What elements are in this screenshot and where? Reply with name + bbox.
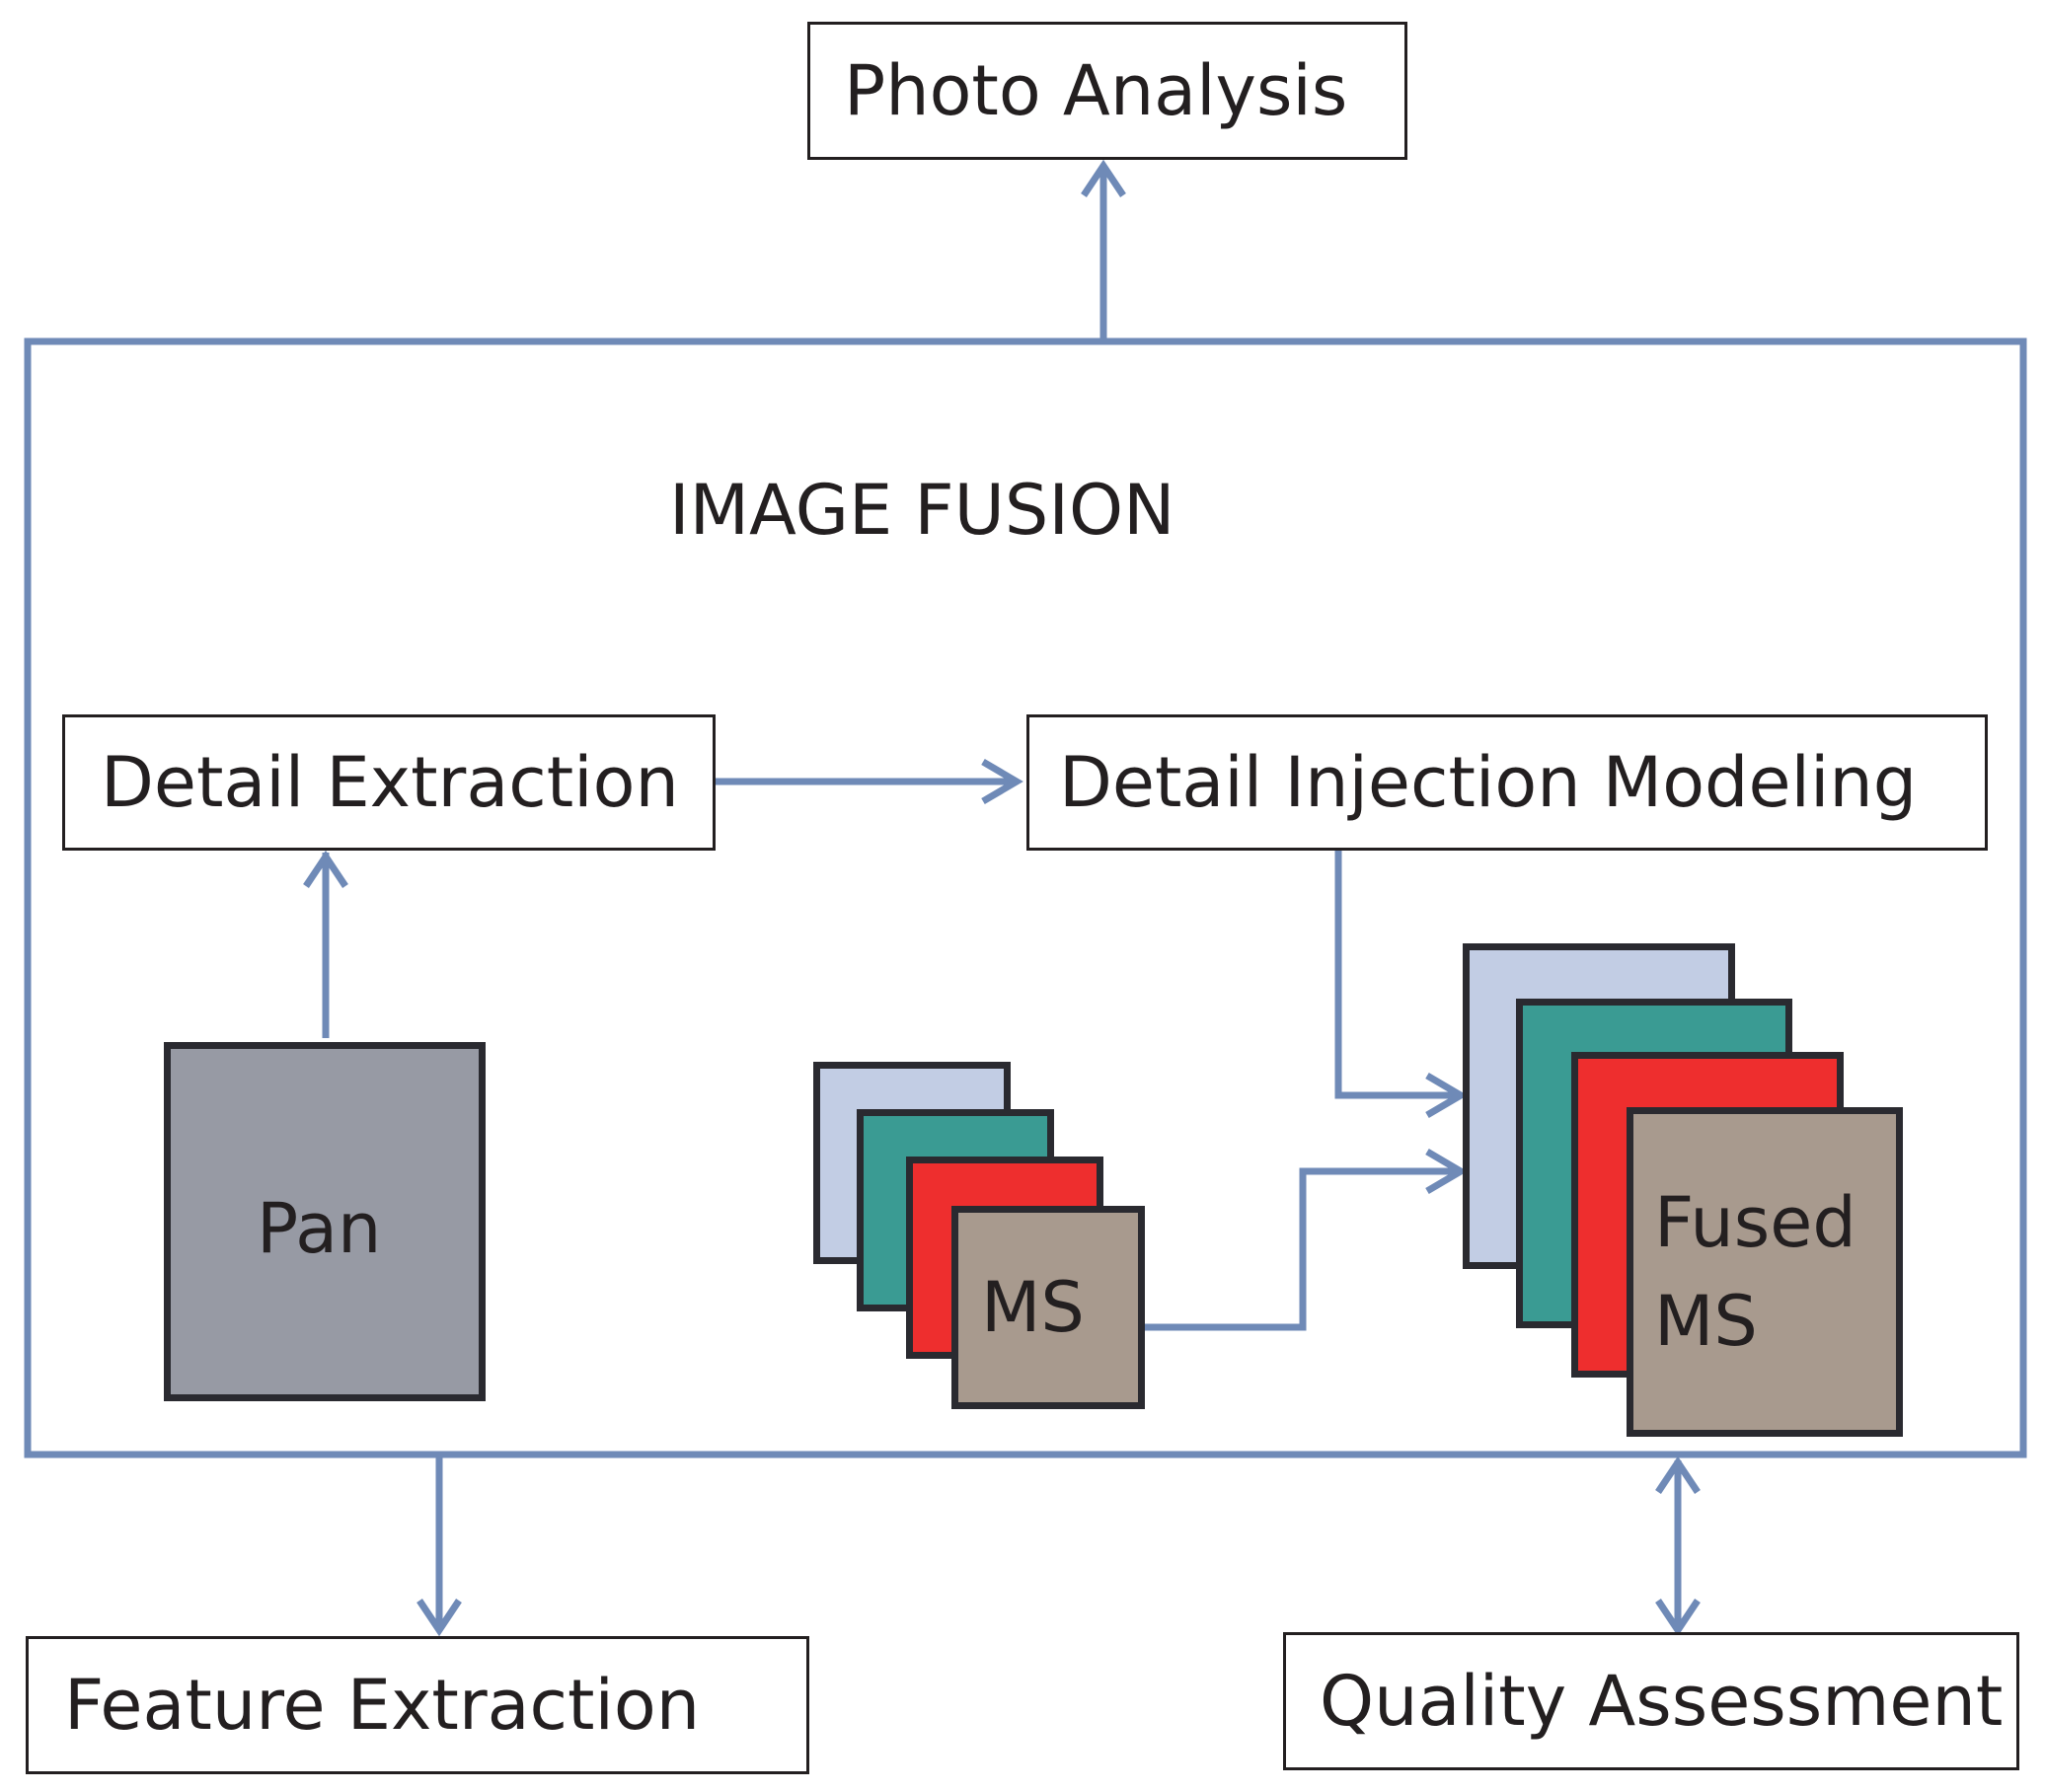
detail-extraction-box: Detail Extraction	[62, 714, 716, 851]
photo-analysis-label: Photo Analysis	[844, 50, 1348, 131]
pan-image	[164, 1042, 486, 1401]
arrow-injection-to-fused	[1334, 851, 1461, 1099]
arrow-ms-to-fused	[1143, 1167, 1461, 1331]
quality-assessment-box: Quality Assessment	[1283, 1632, 2019, 1770]
image-fusion-frame	[24, 337, 2027, 1458]
quality-assessment-label: Quality Assessment	[1320, 1661, 2004, 1742]
ms-label: MS	[981, 1267, 1085, 1348]
fused-layer-tan	[1627, 1107, 1903, 1437]
ms-layer-tan	[951, 1206, 1145, 1409]
fused-label-line2: MS	[1654, 1281, 1758, 1362]
photo-analysis-box: Photo Analysis	[807, 22, 1407, 160]
detail-injection-label: Detail Injection Modeling	[1059, 742, 1918, 823]
pan-label: Pan	[257, 1188, 382, 1269]
image-fusion-title: IMAGE FUSION	[669, 470, 1175, 551]
detail-injection-box: Detail Injection Modeling	[1026, 714, 1988, 851]
detail-extraction-label: Detail Extraction	[101, 742, 679, 823]
feature-extraction-label: Feature Extraction	[64, 1665, 701, 1746]
feature-extraction-box: Feature Extraction	[26, 1636, 809, 1774]
fused-label-line1: Fused	[1654, 1182, 1856, 1263]
